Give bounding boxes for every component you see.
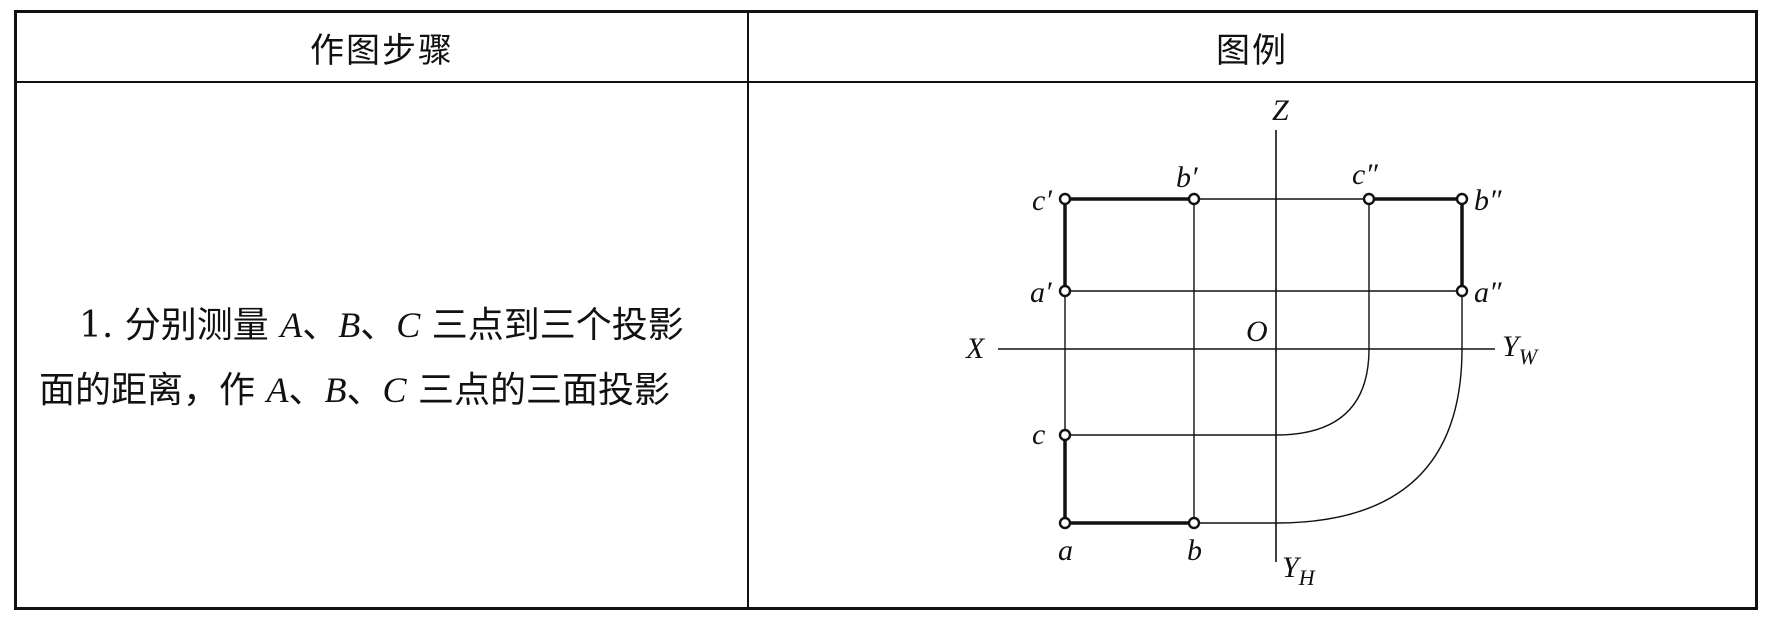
label-a-dprime: a″: [1474, 276, 1502, 309]
separator: 、: [288, 370, 325, 411]
step-line-2: 面的距离，作 A、B、C 三点的三面投影: [39, 358, 739, 423]
label-yw-axis: YW: [1502, 330, 1539, 369]
separator: 、: [302, 305, 339, 346]
steps-table: 作图步骤 图例 1. 分别测量 A、B、C 三点到三个投影 面的距离，作 A、B…: [14, 10, 1758, 610]
header-legend: 图例: [1216, 30, 1288, 71]
step-line1-suffix: 三点到三个投影: [420, 305, 684, 346]
label-a: a: [1058, 534, 1073, 567]
label-b-dprime: b″: [1474, 184, 1502, 217]
label-a-prime: a′: [1030, 276, 1052, 309]
point-c-label: C: [382, 370, 407, 410]
step-line2-suffix: 三点的三面投影: [406, 370, 670, 411]
point-a-label: A: [266, 370, 289, 410]
label-yw-sub: W: [1519, 344, 1539, 369]
point-b-dprime: [1455, 192, 1469, 206]
separator: 、: [346, 370, 383, 411]
step-line1-prefix: 1. 分别测量: [79, 305, 281, 346]
separator: 、: [360, 305, 397, 346]
label-yh-main: Y: [1282, 551, 1302, 584]
label-b: b: [1187, 534, 1202, 567]
point-c-label: C: [396, 305, 421, 345]
point-a-label: A: [280, 305, 303, 345]
point-a: [1058, 516, 1072, 530]
point-b: [1187, 516, 1201, 530]
step-line2-prefix: 面的距离，作: [39, 370, 267, 411]
point-b-label: B: [324, 370, 347, 410]
label-z-axis: Z: [1272, 94, 1289, 127]
step-line-1: 1. 分别测量 A、B、C 三点到三个投影: [39, 293, 739, 358]
label-c-dprime: c″: [1352, 158, 1378, 191]
point-c: [1058, 428, 1072, 442]
label-b-prime: b′: [1176, 161, 1198, 194]
projector-b-arc: [1194, 199, 1463, 524]
label-origin: O: [1246, 315, 1268, 348]
header-steps: 作图步骤: [310, 30, 454, 71]
label-x-axis: X: [965, 332, 986, 365]
point-b-label: B: [338, 305, 361, 345]
label-yh-sub: H: [1298, 565, 1316, 590]
point-c-prime: [1058, 192, 1072, 206]
header-divider: [17, 81, 1755, 83]
step-text: 1. 分别测量 A、B、C 三点到三个投影 面的距离，作 A、B、C 三点的三面…: [39, 293, 739, 423]
label-yw-main: Y: [1502, 330, 1522, 363]
label-yh-axis: YH: [1282, 551, 1316, 590]
point-a-dprime: [1455, 284, 1469, 298]
point-a-prime: [1058, 284, 1072, 298]
projector-c-arc: [1065, 199, 1370, 436]
point-b-prime: [1187, 192, 1201, 206]
label-c-prime: c′: [1032, 184, 1052, 217]
label-c: c: [1032, 418, 1045, 451]
column-divider: [747, 13, 749, 607]
point-c-dprime: [1362, 192, 1376, 206]
